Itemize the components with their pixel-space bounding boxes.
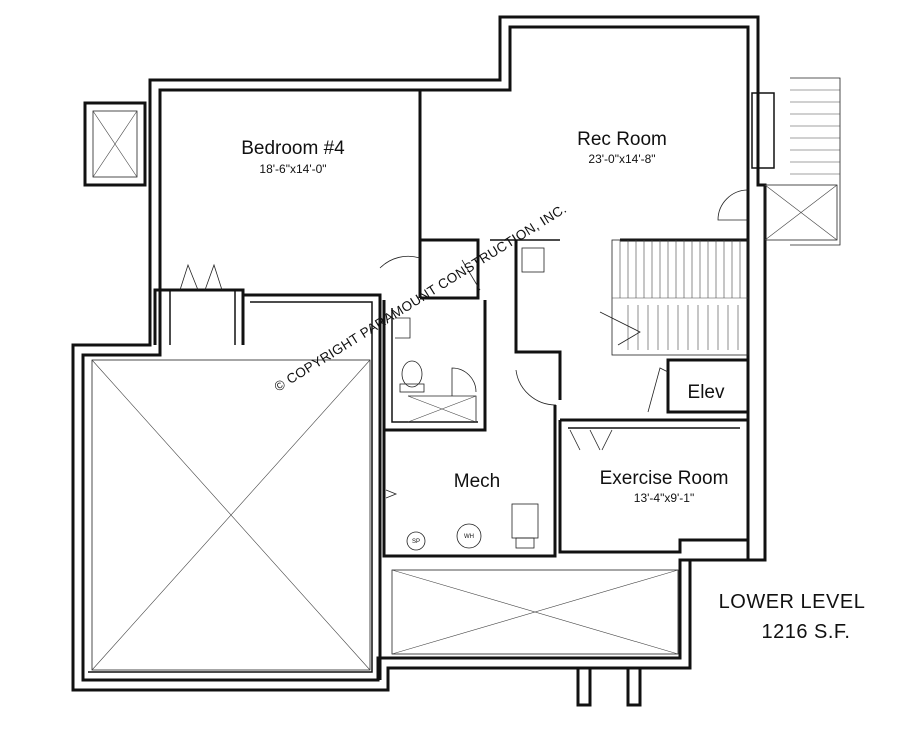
bathroom	[379, 255, 487, 432]
sump-pump-label: SP	[412, 539, 420, 545]
mech-name: Mech	[454, 471, 500, 492]
rec-room-name: Rec Room	[577, 129, 667, 150]
elevator	[647, 358, 750, 414]
elevator-name: Elev	[688, 382, 725, 403]
water-heater-label: WH	[464, 534, 474, 540]
level-area: 1216 S.F.	[761, 621, 850, 643]
bedroom-4	[83, 88, 422, 345]
rec-room-dims: 23'-0"x14'-8"	[588, 152, 655, 166]
garage	[88, 293, 382, 680]
exterior-walls	[71, 15, 767, 692]
water-heater-icon	[456, 523, 482, 549]
exercise-room	[558, 418, 748, 554]
level-name: LOWER LEVEL	[719, 591, 866, 613]
bedroom-4-dims: 18'-6"x14'-0"	[259, 162, 326, 176]
rec-room	[420, 77, 841, 356]
exercise-room-name: Exercise Room	[600, 468, 729, 489]
hall	[461, 240, 562, 406]
lower-storage	[391, 569, 679, 707]
exercise-room-dims: 13'-4"x9'-1"	[634, 491, 694, 505]
bedroom-4-name: Bedroom #4	[241, 138, 345, 159]
sump-pump-icon	[406, 531, 426, 551]
mech-room	[382, 405, 557, 558]
